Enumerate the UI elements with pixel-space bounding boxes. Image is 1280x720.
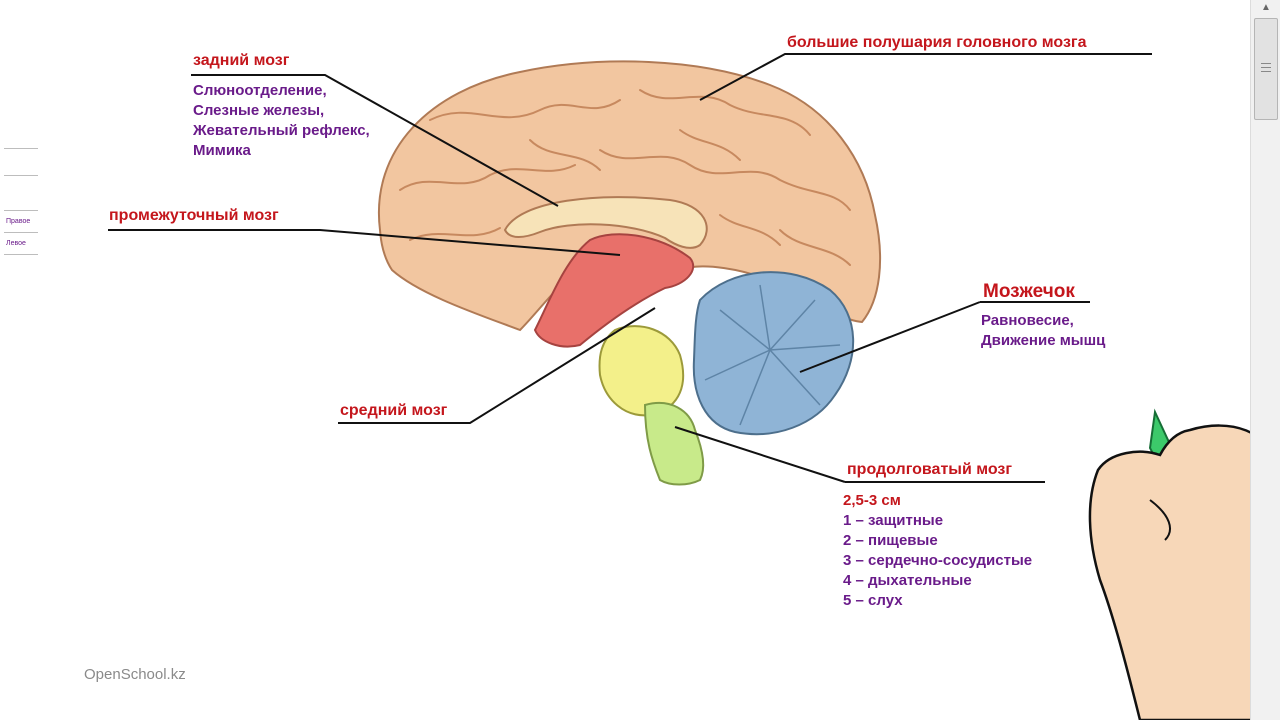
cerebellum-function: Равновесие, bbox=[981, 312, 1074, 329]
cerebellum-functions: Равновесие, Движение мышц bbox=[981, 311, 1105, 351]
scroll-thumb[interactable] bbox=[1254, 18, 1278, 120]
diencephalon-shape bbox=[533, 233, 695, 348]
watermark: OpenSchool.kz bbox=[84, 666, 186, 683]
medulla-size: 2,5-3 см bbox=[843, 492, 901, 509]
thumb-left[interactable]: Левое bbox=[6, 240, 26, 247]
midbrain-title: средний мозг bbox=[340, 402, 448, 419]
cerebrum-title: большие полушария головного мозга bbox=[787, 34, 1087, 51]
hindbrain-title: задний мозг bbox=[193, 52, 290, 69]
thumb-notes[interactable] bbox=[4, 176, 38, 210]
diencephalon-title: промежуточный мозг bbox=[109, 207, 279, 224]
hand-finger-line bbox=[1149, 499, 1171, 541]
slide-thumbnails: Правое Левое bbox=[4, 148, 38, 255]
hindbrain-function: Жевательный рефлекс, bbox=[193, 122, 370, 139]
medulla-reflex: 4 – дыхательные bbox=[843, 572, 972, 589]
cerebellum-title: Мозжечок bbox=[983, 281, 1075, 302]
medulla-reflex: 3 – сердечно-сосудистые bbox=[843, 552, 1033, 569]
hindbrain-function: Мимика bbox=[193, 142, 251, 159]
medulla-title: продолговатый мозг bbox=[847, 461, 1013, 478]
thumb-logo[interactable] bbox=[4, 149, 38, 175]
medulla-shape bbox=[643, 402, 705, 486]
medulla-reflex: 5 – слух bbox=[843, 592, 903, 609]
thumb-right[interactable]: Правое bbox=[6, 218, 31, 225]
hindbrain-function: Слезные железы, bbox=[193, 102, 325, 119]
cerebellum-function: Движение мышц bbox=[981, 332, 1106, 349]
hindbrain-functions: Слюноотделение, Слезные железы, Жеватель… bbox=[193, 81, 370, 161]
scroll-up-icon[interactable]: ▲ bbox=[1261, 2, 1271, 13]
cortex-gyri bbox=[399, 89, 851, 266]
vertical-scrollbar[interactable]: ▲ bbox=[1250, 0, 1280, 720]
hindbrain-function: Слюноотделение, bbox=[193, 82, 327, 99]
midbrain-shape bbox=[598, 325, 685, 417]
leader-lines bbox=[108, 53, 1152, 483]
medulla-reflex: 1 – защитные bbox=[843, 512, 944, 529]
corpus-callosum bbox=[503, 196, 708, 249]
medulla-reflexes: 1 – защитные 2 – пищевые 3 – сердечно-со… bbox=[843, 511, 1032, 611]
medulla-reflex: 2 – пищевые bbox=[843, 532, 938, 549]
cerebellum-folia bbox=[704, 284, 841, 426]
